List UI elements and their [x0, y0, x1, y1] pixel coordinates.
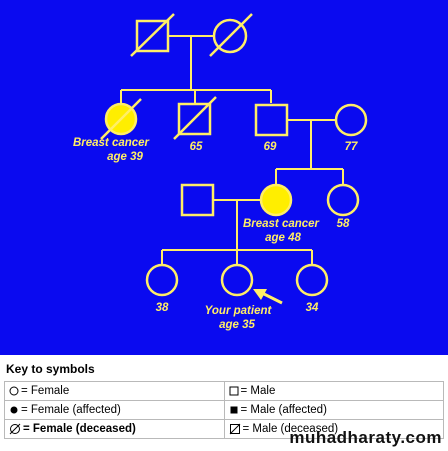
key-female-affected-label: = Female (affected) — [21, 404, 121, 416]
label-sister-age: 38 — [156, 302, 169, 314]
label-grandfather-age: 69 — [264, 141, 277, 153]
key-female-deceased-label: = Female (deceased) — [23, 423, 136, 436]
male-symbol-icon — [229, 386, 238, 396]
female-deceased-symbol-icon — [9, 423, 21, 435]
label-maternal-aunt-age: 58 — [337, 218, 350, 230]
key-cell: = Male — [223, 381, 444, 401]
brother-female — [295, 263, 329, 297]
male-affected-symbol-icon — [230, 406, 237, 414]
key-row: = Female = Male — [4, 381, 444, 401]
maternal-aunt-female — [326, 183, 360, 217]
key-male-label: = Male — [240, 385, 276, 397]
deceased-slash — [173, 96, 217, 140]
grandfather-deceased-male — [135, 19, 170, 53]
key-male-affected-label: = Male (affected) — [240, 404, 327, 416]
key-table: = Female = Male = Female (affected) = Ma… — [4, 381, 444, 439]
key-cell: = Female (deceased) — [4, 419, 225, 439]
female-symbol-icon — [9, 386, 19, 396]
key-row: = Female (affected) = Male (affected) — [4, 400, 444, 420]
label-patient-line2: age 35 — [219, 319, 255, 331]
key-female-label: = Female — [21, 385, 70, 397]
patient-arrow-icon — [253, 289, 283, 305]
key-cell: = Male (affected) — [223, 400, 444, 420]
label-grandmother-age: 77 — [345, 141, 358, 153]
mother-affected-female — [259, 183, 293, 217]
patient-female — [220, 263, 254, 297]
deceased-slash — [100, 98, 142, 140]
grandfather-male — [254, 103, 289, 137]
grandmother-deceased-female — [212, 18, 248, 54]
sister-female — [145, 263, 179, 297]
deceased-slash — [130, 13, 175, 57]
male-deceased-symbol-icon — [229, 423, 240, 435]
label-aunt-line2: age 39 — [107, 151, 143, 163]
female-affected-symbol-icon — [10, 406, 18, 414]
pedigree-chart: Breast cancer age 39 65 69 77 Breast can… — [0, 0, 448, 355]
key-title: Key to symbols — [6, 362, 95, 376]
watermark: muhadharaty.com — [289, 428, 442, 447]
key-cell: = Female (affected) — [4, 400, 225, 420]
grandmother-female — [334, 103, 368, 137]
label-uncle-age: 65 — [190, 141, 203, 153]
uncle-deceased-male — [177, 102, 212, 136]
key-male-deceased-label: = Male (deceased) — [242, 423, 339, 436]
father-male — [180, 183, 215, 217]
deceased-slash — [209, 13, 253, 57]
key-cell: = Male (deceased) — [223, 419, 444, 439]
key-cell: = Female — [4, 381, 225, 401]
label-mother-line2: age 48 — [265, 232, 301, 244]
label-aunt-line1: Breast cancer — [73, 137, 150, 149]
label-brother-age: 34 — [306, 302, 319, 314]
label-patient-line1: Your patient — [205, 305, 273, 317]
key-row: = Female (deceased) = Male (deceased) — [4, 419, 444, 439]
label-mother-line1: Breast cancer — [243, 218, 320, 230]
